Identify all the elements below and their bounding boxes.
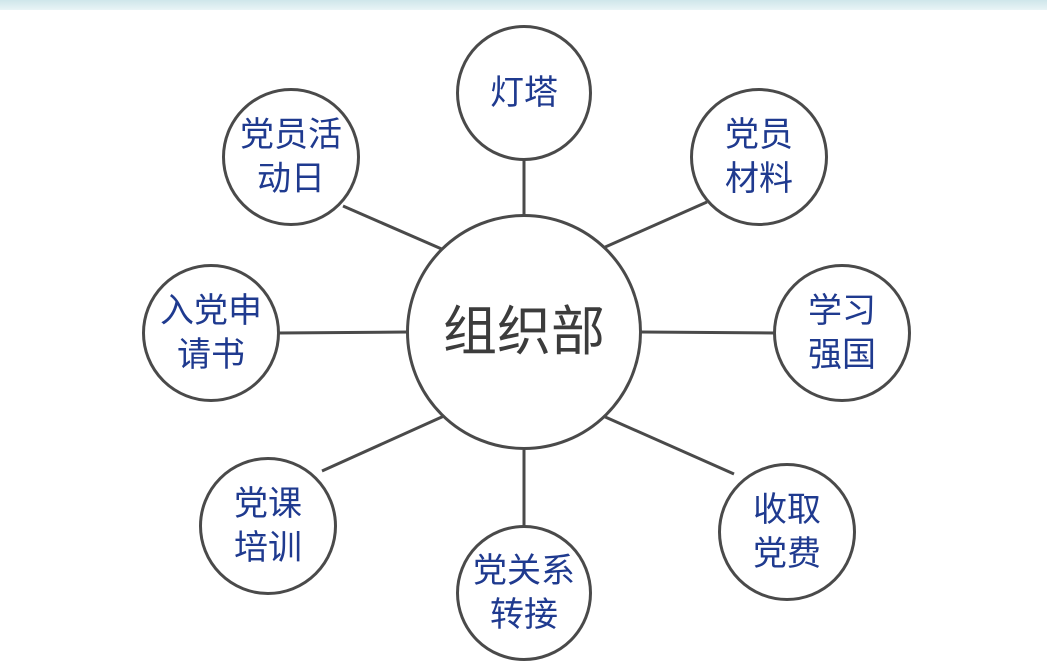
connector-member-materials — [602, 200, 708, 250]
node-label: 入党申 请书 — [160, 291, 262, 375]
node-activity-day: 党员活 动日 — [222, 88, 360, 226]
node-member-materials: 党员 材料 — [690, 88, 828, 226]
node-lighthouse: 灯塔 — [456, 25, 592, 161]
node-relation-transfer: 党关系 转接 — [456, 525, 592, 661]
node-label: 党课 培训 — [234, 484, 302, 568]
node-label: 党员 材料 — [725, 115, 793, 199]
node-course-training: 党课 培训 — [199, 457, 337, 595]
connector-application-letter — [277, 330, 409, 335]
connector-xuexi-qiangguo — [640, 330, 776, 335]
connector-course-training — [321, 414, 445, 473]
node-collect-dues: 收取 党费 — [718, 463, 856, 601]
node-label: 党关系 转接 — [473, 551, 575, 635]
node-label: 收取 党费 — [753, 490, 821, 574]
node-label: 党员活 动日 — [240, 115, 342, 199]
node-application-letter: 入党申 请书 — [142, 264, 280, 402]
connector-collect-dues — [602, 414, 735, 476]
node-xuexi-qiangguo: 学习 强国 — [773, 264, 911, 402]
center-node-label: 组织部 — [443, 300, 605, 363]
connector-activity-day — [342, 204, 445, 252]
node-label: 灯塔 — [490, 73, 558, 113]
top-band — [0, 0, 1047, 10]
center-node: 组织部 — [406, 214, 642, 450]
node-label: 学习 强国 — [808, 291, 876, 375]
